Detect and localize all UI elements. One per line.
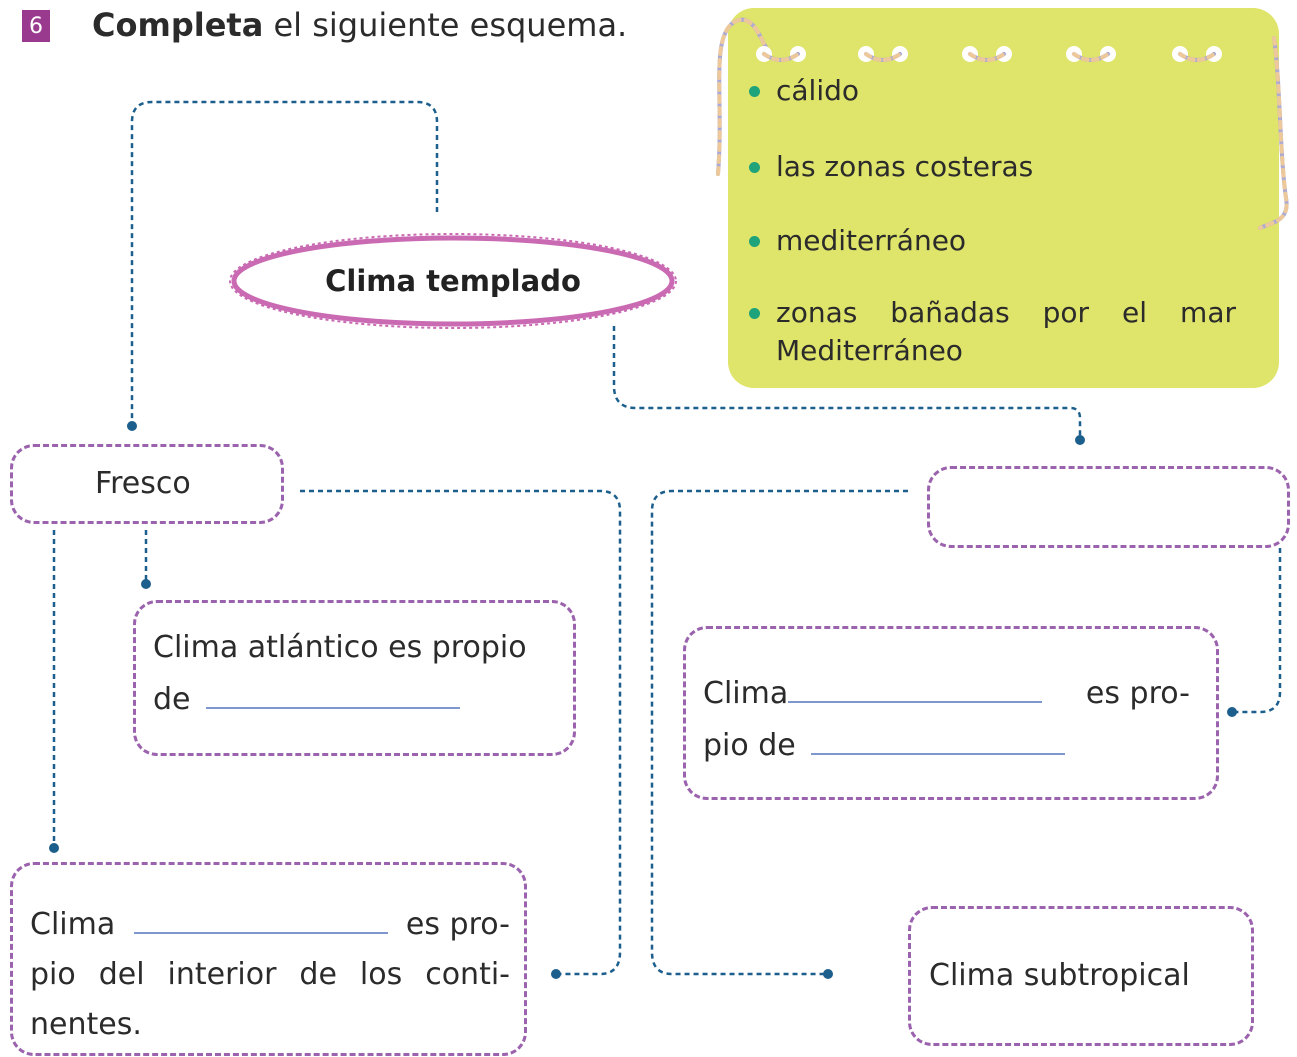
box-clima-mediterraneo: Clima es pro- pio de bbox=[683, 626, 1219, 800]
word-bank-item: zonas bañadas por el mar Mediterráneo bbox=[749, 294, 1236, 370]
box-clima-atlantico: Clima atlántico es propio de bbox=[133, 600, 576, 756]
word-bank-item: cálido bbox=[749, 72, 1236, 148]
continental-line-1: Clima es pro- bbox=[30, 898, 510, 950]
connector-dot bbox=[1227, 707, 1237, 717]
connector-dot bbox=[141, 579, 151, 589]
atlantico-line-2: de bbox=[153, 673, 559, 725]
continental-line-1-start: Clima bbox=[30, 907, 116, 942]
scheme-title: Clima templado bbox=[325, 264, 581, 298]
box-clima-continental: Clima es pro- pio del interior de los co… bbox=[10, 862, 527, 1056]
word-bank-item: mediterráneo bbox=[749, 222, 1236, 294]
connector-title-to-fresco bbox=[130, 100, 439, 426]
mediterraneo-blank-1[interactable] bbox=[788, 667, 1043, 703]
connector-fresco-to-right bbox=[300, 489, 622, 976]
continental-line-1-end: es pro- bbox=[405, 907, 510, 942]
mediterraneo-clima-word: Clima bbox=[703, 676, 789, 711]
atlantico-line-1: Clima atlántico es propio bbox=[153, 630, 527, 665]
subtropical-label: Clima subtropical bbox=[929, 958, 1190, 993]
connector-dot bbox=[127, 421, 137, 431]
connector-empty-to-left bbox=[650, 489, 908, 976]
mediterraneo-blank-2[interactable] bbox=[811, 719, 1066, 755]
connector-title-to-empty-box bbox=[612, 326, 1082, 438]
exercise-number: 6 bbox=[29, 13, 43, 39]
continental-blank[interactable] bbox=[133, 898, 388, 934]
atlantico-blank[interactable] bbox=[206, 673, 461, 709]
connector-empty-to-mediterraneo bbox=[1234, 548, 1282, 714]
connector-dot bbox=[49, 843, 59, 853]
word-bank-item: las zonas costeras bbox=[749, 148, 1236, 222]
mediterraneo-line-2: pio de bbox=[703, 719, 1190, 771]
mediterraneo-line-1: Clima es pro- bbox=[703, 667, 1190, 719]
instruction-rest: el siguiente esquema. bbox=[273, 6, 628, 44]
mediterraneo-line-1-start: Clima bbox=[703, 667, 1043, 719]
connector-dot bbox=[823, 969, 833, 979]
title-ellipse-shape bbox=[231, 235, 675, 327]
connector-dot bbox=[551, 969, 561, 979]
exercise-number-badge: 6 bbox=[22, 10, 50, 42]
fresco-label: Fresco bbox=[95, 466, 191, 501]
notebook-string-decoration bbox=[716, 17, 1289, 230]
box-fresco: Fresco bbox=[10, 444, 284, 524]
box-clima-subtropical: Clima subtropical bbox=[908, 906, 1254, 1046]
instruction-bold: Completa bbox=[92, 6, 264, 44]
atlantico-line-2-text: de bbox=[153, 682, 191, 717]
mediterraneo-line-2-text: pio de bbox=[703, 728, 796, 763]
connector-dot bbox=[1075, 435, 1085, 445]
word-bank-list: cálido las zonas costeras mediterráneo z… bbox=[749, 72, 1236, 370]
word-bank-card: cálido las zonas costeras mediterráneo z… bbox=[716, 8, 1289, 388]
exercise-instruction: Completa el siguiente esquema. bbox=[92, 4, 627, 46]
box-empty-answer[interactable] bbox=[927, 466, 1290, 548]
continental-line-3: nentes. bbox=[30, 1007, 142, 1042]
continental-line-2: pio del interior de los conti- bbox=[30, 957, 510, 992]
mediterraneo-line-1-end: es pro- bbox=[1085, 676, 1190, 711]
